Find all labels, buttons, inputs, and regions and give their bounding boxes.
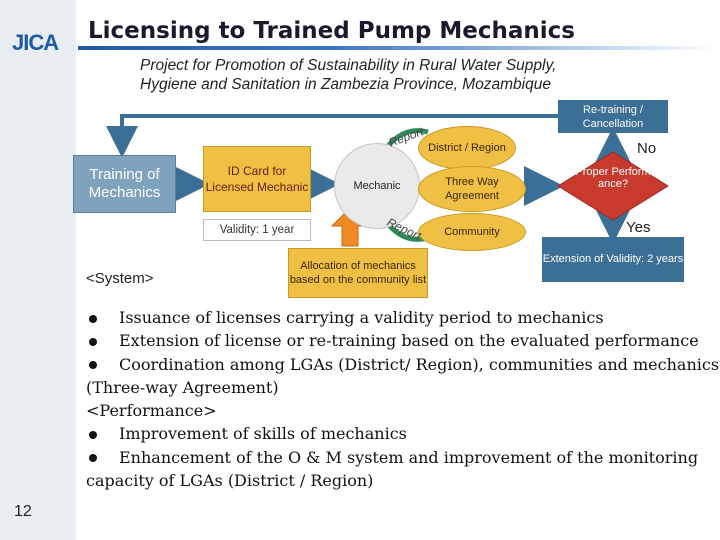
training-box: Training of Mechanics bbox=[73, 155, 176, 213]
jica-logo: JICA bbox=[12, 30, 59, 55]
bullet-icon bbox=[86, 329, 119, 352]
bullet-icon bbox=[86, 353, 119, 376]
bullet-item: Extension of license or re-training base… bbox=[86, 329, 720, 352]
id-card-box: ID Card for Licensed Mechanic bbox=[203, 146, 311, 212]
retraining-box: Re-training / Cancellation bbox=[558, 100, 668, 133]
bullet-item: Coordination among LGAs (District/ Regio… bbox=[86, 353, 720, 376]
bullet-item: Issuance of licenses carrying a validity… bbox=[86, 306, 720, 329]
bullet-icon bbox=[86, 306, 119, 329]
feedback-line bbox=[106, 114, 558, 158]
page-number: 12 bbox=[14, 503, 32, 520]
body-text: Issuance of licenses carrying a validity… bbox=[86, 306, 720, 492]
subtitle-line-1: Project for Promotion of Sustainability … bbox=[140, 57, 557, 74]
title-divider bbox=[78, 46, 720, 50]
bullet-icon bbox=[86, 446, 119, 469]
bullet-item: Improvement of skills of mechanics bbox=[86, 422, 720, 445]
extension-box: Extension of Validity: 2 years bbox=[542, 237, 684, 282]
no-label: No bbox=[637, 140, 657, 157]
yes-label: Yes bbox=[626, 219, 651, 236]
validity-box: Validity: 1 year bbox=[203, 219, 311, 241]
system-label: <System> bbox=[86, 270, 154, 287]
bullet-continuation: capacity of LGAs (District / Region) bbox=[86, 471, 374, 491]
bullet-item: Enhancement of the O & M system and impr… bbox=[86, 446, 720, 469]
slide-subtitle: Project for Promotion of Sustainability … bbox=[140, 56, 700, 94]
bullet-continuation: (Three-way Agreement) bbox=[86, 377, 279, 397]
report-arrow-top bbox=[386, 128, 429, 148]
subtitle-line-2: Hygiene and Sanitation in Zambezia Provi… bbox=[140, 76, 551, 93]
community-oval: Community bbox=[418, 213, 526, 251]
performance-label: <Performance> bbox=[86, 401, 217, 421]
allocation-box: Allocation of mechanics based on the com… bbox=[288, 248, 428, 298]
mechanic-circle: Mechanic bbox=[334, 143, 420, 229]
bullet-icon bbox=[86, 422, 119, 445]
evaluation-diamond bbox=[557, 151, 669, 221]
sidebar bbox=[0, 0, 76, 540]
district-region-oval: District / Region bbox=[418, 126, 516, 170]
slide-title: Licensing to Trained Pump Mechanics bbox=[88, 18, 575, 44]
proper-performance-question: Proper Perform ance? bbox=[575, 166, 651, 190]
three-way-agreement-oval: Three Way Agreement bbox=[418, 166, 526, 212]
